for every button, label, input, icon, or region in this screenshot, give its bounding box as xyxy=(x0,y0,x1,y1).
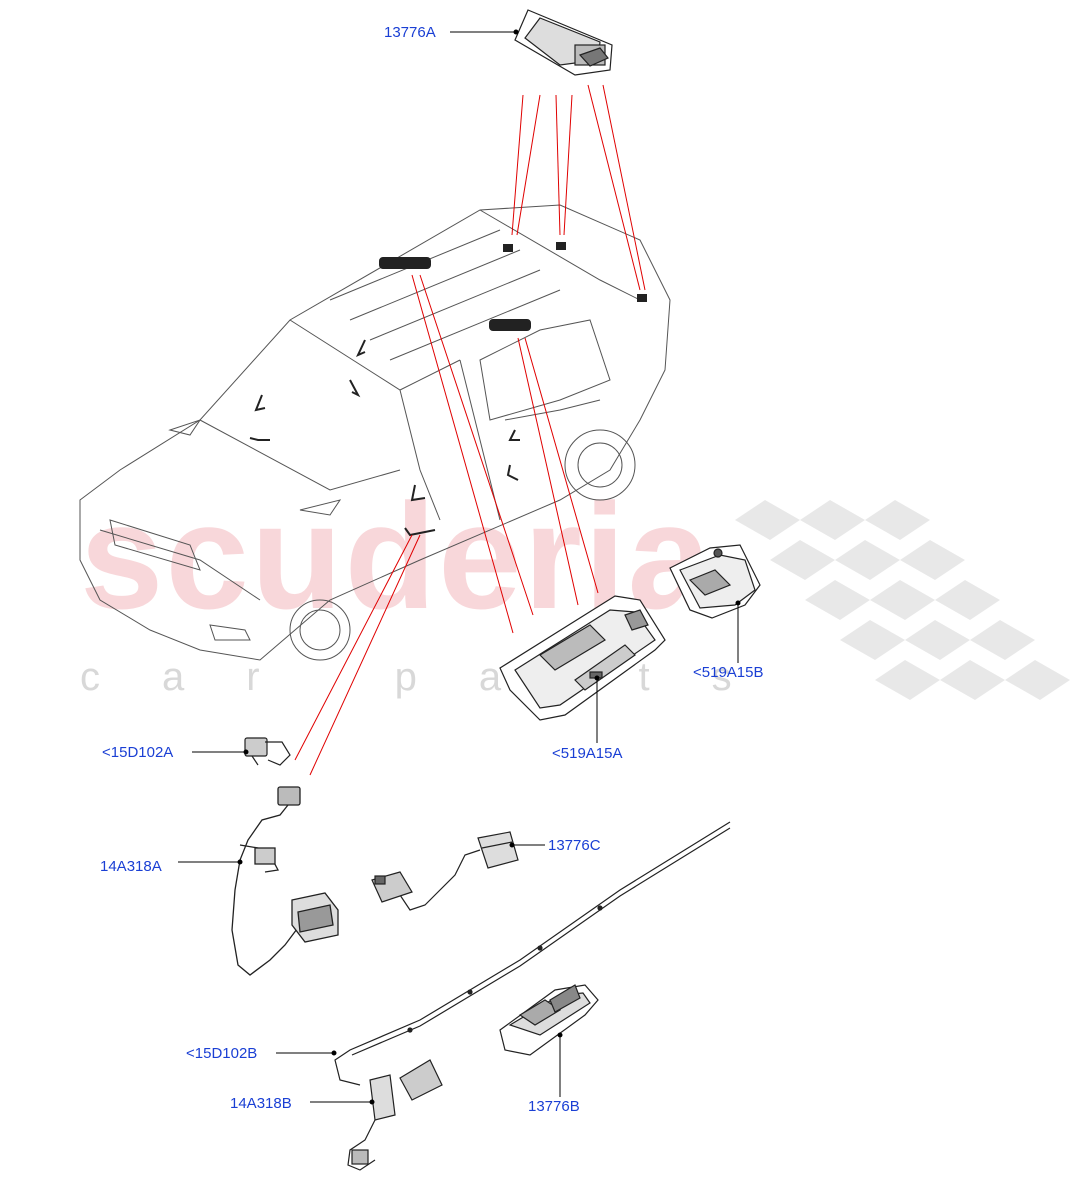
callout-leaders xyxy=(178,29,741,1105)
vehicle-component-marks xyxy=(249,242,647,537)
reference-lines xyxy=(294,84,646,776)
callout-14A318B: 14A318B xyxy=(230,1095,292,1112)
callout-13776B: 13776B xyxy=(528,1098,580,1115)
part-13776B-lamp xyxy=(499,984,599,1056)
callout-13776A: 13776A xyxy=(384,24,436,41)
callout-15D102B: <15D102B xyxy=(186,1045,258,1062)
callout-13776C: 13776C xyxy=(548,837,601,854)
part-14A318B-connector xyxy=(347,1059,443,1171)
callout-15D102A: <15D102A xyxy=(102,744,174,761)
part-13776A-lamp xyxy=(514,9,613,76)
callout-519A15A: <519A15A xyxy=(552,745,623,762)
part-519A15B-console xyxy=(669,544,761,619)
part-15D102A-connector xyxy=(244,737,291,766)
part-15D102B-harness xyxy=(334,821,731,1086)
callout-14A318A: 14A318A xyxy=(100,858,162,875)
part-14A318A-harness xyxy=(231,786,339,976)
part-519A15A-overhead-console xyxy=(499,595,666,721)
callout-519A15B: <519A15B xyxy=(693,664,764,681)
vehicle-outline xyxy=(79,204,671,661)
part-13776C-lamp xyxy=(371,831,519,911)
checkered-flag-watermark xyxy=(735,500,1070,700)
